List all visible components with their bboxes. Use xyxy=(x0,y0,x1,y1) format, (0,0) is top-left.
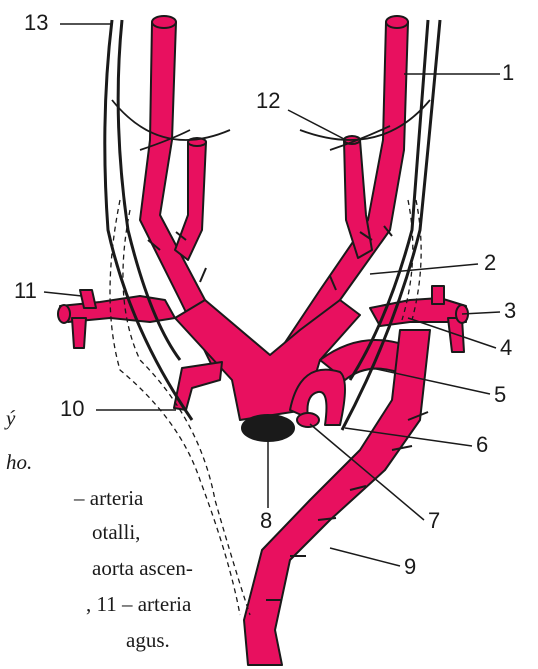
leader-2 xyxy=(370,264,478,274)
label-4: 4 xyxy=(500,337,512,359)
leader-11 xyxy=(44,292,82,296)
label-9: 9 xyxy=(404,556,416,578)
label-11: 11 xyxy=(14,280,37,302)
label-10: 10 xyxy=(60,398,84,420)
leader-5 xyxy=(372,368,490,394)
label-7: 7 xyxy=(428,510,440,532)
twig xyxy=(200,268,206,282)
caption-line-5: aorta ascen- xyxy=(92,558,193,579)
leader-9 xyxy=(330,548,400,566)
right-carotid-opening xyxy=(386,16,408,28)
subclavian-opening-11 xyxy=(58,305,70,323)
left-carotid-opening xyxy=(152,16,176,28)
label-13: 13 xyxy=(24,12,48,34)
label-12: 12 xyxy=(256,90,280,112)
left-subclavian-up-branch xyxy=(80,290,96,308)
caption-line-3: – arteria xyxy=(74,488,143,509)
branch-artery-12 xyxy=(344,140,372,258)
caption-line-6: , 11 – arteria xyxy=(86,594,191,615)
caption-line-2: ho. xyxy=(6,452,32,473)
caption-line-1: ý xyxy=(6,408,15,429)
label-8: 8 xyxy=(260,510,272,532)
caption-line-7: agus. xyxy=(126,630,170,651)
label-1: 1 xyxy=(502,62,514,84)
right-subclavian-up-branch xyxy=(432,286,444,304)
label-5: 5 xyxy=(494,384,506,406)
left-branch-artery xyxy=(175,142,206,260)
left-subclavian-down-branch xyxy=(72,318,86,348)
right-recurrent-arc xyxy=(300,100,430,140)
label-6: 6 xyxy=(476,434,488,456)
aortic-opening-8 xyxy=(242,415,294,441)
label-2: 2 xyxy=(484,252,496,274)
caption-line-4: otalli, xyxy=(92,522,140,543)
label-3: 3 xyxy=(504,300,516,322)
vessel-opening-7 xyxy=(297,413,319,427)
